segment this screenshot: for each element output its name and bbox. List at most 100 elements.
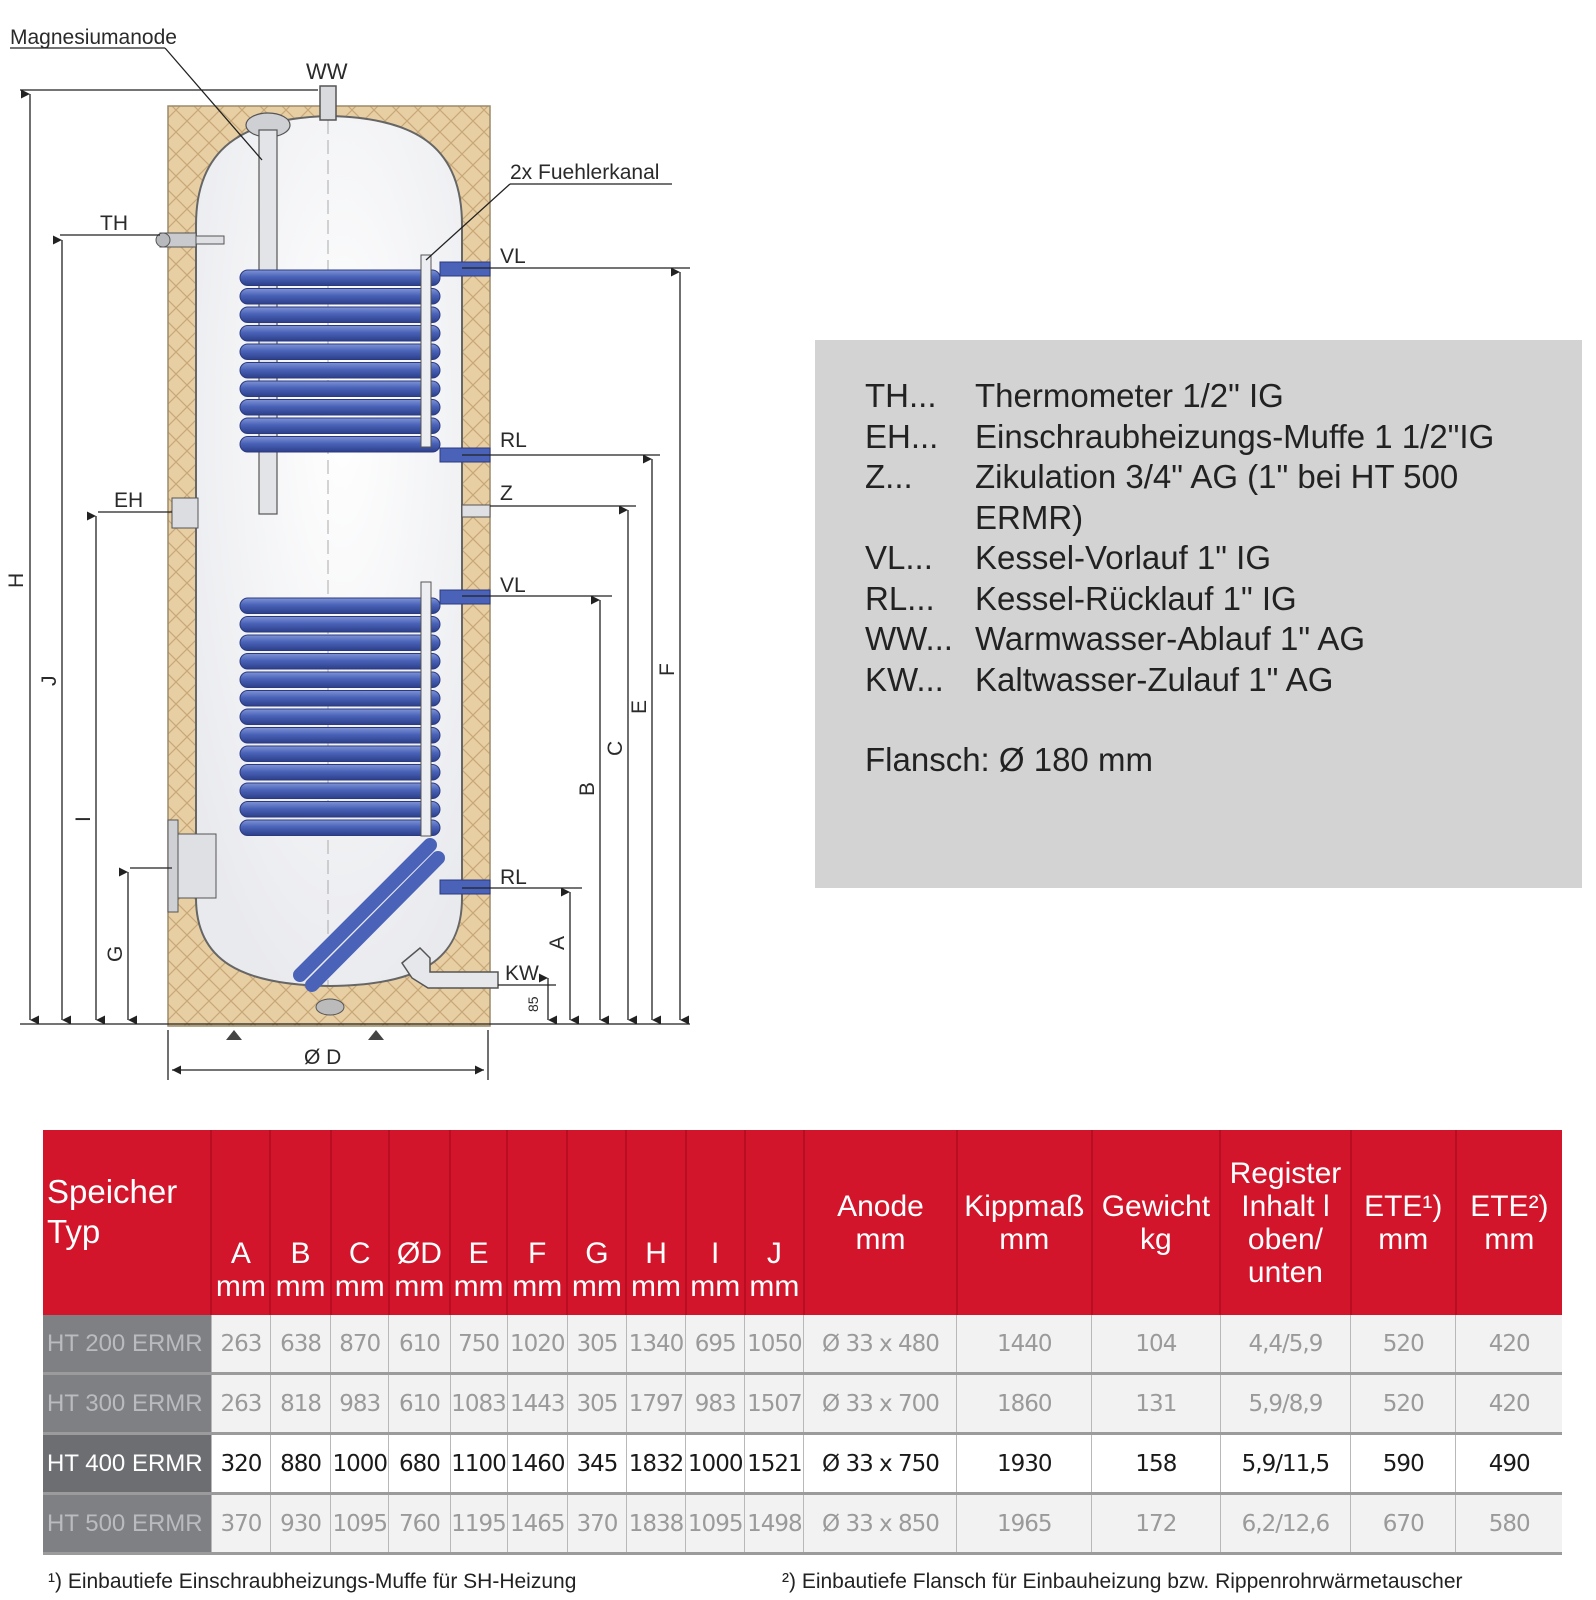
header-extra-label: Kippmaß: [964, 1189, 1085, 1223]
table-cell: 1050: [744, 1315, 804, 1375]
table-cell: 158: [1091, 1433, 1221, 1495]
header-dim-unit: mm: [631, 1270, 682, 1303]
table-cell: 305: [566, 1373, 627, 1435]
header-dim-letter: B: [290, 1237, 311, 1270]
table-cell: 870: [330, 1315, 389, 1375]
table-cell: 104: [1091, 1315, 1221, 1375]
table-cell: 818: [269, 1373, 331, 1435]
table-cell: 131: [1091, 1373, 1221, 1435]
table-cell: 263: [210, 1315, 271, 1375]
table-cell: 760: [388, 1493, 450, 1555]
table-cell: 1195: [449, 1493, 508, 1555]
magnesium-anode-label: Magnesiumanode: [10, 26, 177, 49]
legend-key: VL...: [865, 539, 933, 576]
table-cell: 1000: [685, 1433, 745, 1495]
coil-turn: [239, 288, 441, 305]
table-cell: 5,9/11,5: [1219, 1433, 1351, 1495]
table-cell: 590: [1350, 1433, 1456, 1495]
table-cell: 670: [1350, 1493, 1456, 1555]
coil-turn: [239, 782, 441, 799]
dim-f-label: F: [656, 663, 679, 676]
table-cell: 638: [269, 1315, 331, 1375]
legend-key: WW...: [865, 620, 953, 657]
legend-key: EH...: [865, 417, 939, 455]
table-cell: 305: [566, 1315, 627, 1375]
table-cell: 1443: [506, 1373, 568, 1435]
legend-flange: Flansch: Ø 180 mm: [865, 741, 1153, 778]
coil-turn: [239, 616, 441, 633]
table-cell: 420: [1455, 1315, 1562, 1375]
table-cell: 4,4/5,9: [1219, 1315, 1351, 1375]
table-cell: 5,9/8,9: [1219, 1373, 1351, 1435]
header-dim-unit: mm: [394, 1270, 445, 1303]
table-cell: 490: [1455, 1433, 1562, 1495]
header-dim-letter: E: [468, 1237, 489, 1270]
table-cell: 1465: [506, 1493, 568, 1555]
upper-heat-exchanger-coil: [239, 269, 441, 453]
legend-item: VL...Kessel-Vorlauf 1" IG: [865, 538, 1535, 579]
dim-j-label: J: [38, 676, 61, 687]
lower-heat-exchanger-coil: [239, 261, 491, 992]
th-label: TH: [100, 212, 128, 235]
table-cell: 1340: [625, 1315, 686, 1375]
sensor-tubes: [420, 254, 432, 837]
header-dim-unit: mm: [749, 1270, 800, 1303]
header-extra: Register Inhalt l oben/ unten: [1219, 1130, 1351, 1315]
coil-turn: [239, 708, 441, 725]
row-type: HT 200 ERMR: [43, 1315, 212, 1375]
dim-h-label: H: [5, 573, 28, 588]
coil-turn: [239, 436, 441, 453]
table-cell: 172: [1091, 1493, 1221, 1555]
header-dim-letter: C: [348, 1237, 371, 1270]
table-cell: Ø 33 x 700: [803, 1373, 957, 1435]
legend-value: Warmwasser-Ablauf 1" AG: [975, 620, 1366, 657]
table-cell: 1521: [744, 1433, 804, 1495]
tank-feet: [226, 998, 384, 1040]
dim-a-label: A: [546, 936, 569, 950]
legend-item: EH...Einschraubheizungs-Muffe 1 1/2"IG: [865, 417, 1535, 458]
table-cell: 930: [269, 1493, 331, 1555]
table-cell: 680: [388, 1433, 450, 1495]
dim-d-label: Ø D: [304, 1046, 341, 1069]
dim-c-label: C: [604, 741, 627, 756]
table-cell: 1930: [956, 1433, 1092, 1495]
table-cell: Ø 33 x 850: [803, 1493, 957, 1555]
ww-connection: [319, 85, 337, 121]
coil-turn: [239, 801, 441, 818]
header-extra: ETE²)mm: [1454, 1130, 1562, 1315]
kw-label: KW: [505, 962, 539, 985]
legend-key: KW...: [865, 660, 944, 698]
coil-connection-pipe: [439, 589, 491, 605]
vl-top-label: VL: [500, 245, 526, 268]
footnote-1: ¹) Einbautiefe Einschraubheizungs-Muffe …: [48, 1570, 577, 1593]
dim-i-label: I: [72, 816, 95, 822]
legend-value: Kessel-Rücklauf 1" IG: [975, 579, 1297, 617]
header-dim-letter: I: [711, 1237, 720, 1270]
table-cell: 1507: [744, 1373, 804, 1435]
legend-value: Thermometer 1/2" IG: [975, 377, 1284, 414]
header-dim-letter: A: [230, 1237, 251, 1270]
table-cell: 1460: [506, 1433, 568, 1495]
row-type: HT 400 ERMR: [43, 1433, 212, 1495]
header-dim-letter: F: [528, 1237, 547, 1270]
legend-value: Zikulation 3/4" AG (1" bei HT 500 ERMR): [975, 458, 1459, 536]
table-cell: 1860: [956, 1373, 1092, 1435]
table-cell: 750: [449, 1315, 508, 1375]
coil-turn: [239, 399, 441, 416]
tank-diagram: Magnesiumanode WW 2x Fuehlerkanal TH VL …: [5, 26, 690, 1080]
legend-item: KW...Kaltwasser-Zulauf 1" AG: [865, 660, 1535, 701]
header-extra-label: Gewicht: [1101, 1189, 1211, 1223]
header-dim-letter: G: [585, 1237, 609, 1270]
coil-turn: [239, 653, 441, 670]
